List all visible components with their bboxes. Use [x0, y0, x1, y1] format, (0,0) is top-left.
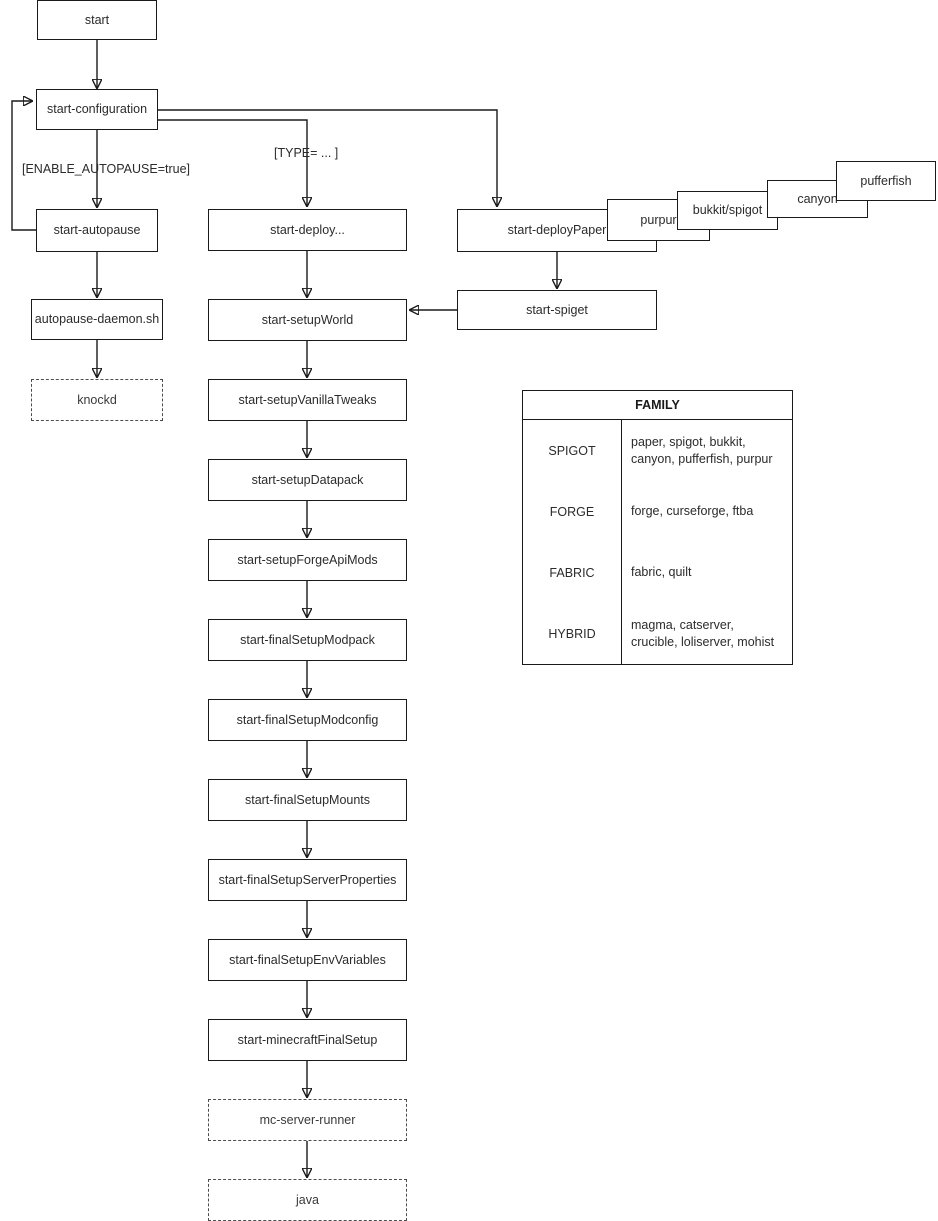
node-start-deploypaper-label: start-deployPaper — [507, 223, 607, 237]
legend-header: FAMILY — [523, 391, 792, 420]
legend-family-key: HYBRID — [523, 603, 622, 664]
node-start-setupvanillatweaks[interactable]: start-setupVanillaTweaks — [208, 379, 407, 421]
node-bukkit-spigot[interactable]: bukkit/spigot — [677, 191, 778, 230]
legend-row: FORGE forge, curseforge, ftba — [523, 481, 792, 542]
node-start-label: start — [84, 12, 110, 27]
node-start-finalsetupmodpack-label: start-finalSetupModpack — [240, 632, 375, 647]
node-start-finalsetupserverproperties-label: start-finalSetupServerProperties — [218, 872, 397, 887]
family-legend: FAMILY SPIGOT paper, spigot, bukkit, can… — [522, 390, 793, 665]
edge-label-type: [TYPE= ... ] — [274, 146, 339, 160]
node-start-finalsetupenvvariables[interactable]: start-finalSetupEnvVariables — [208, 939, 407, 981]
node-start-spiget[interactable]: start-spiget — [457, 290, 657, 330]
node-start-setupdatapack-label: start-setupDatapack — [251, 472, 364, 487]
node-autopause-daemon-label: autopause-daemon.sh — [34, 312, 160, 326]
node-start[interactable]: start — [37, 0, 157, 40]
node-start-configuration[interactable]: start-configuration — [36, 89, 158, 130]
node-mc-server-runner-label: mc-server-runner — [259, 1112, 356, 1127]
node-start-setupworld[interactable]: start-setupWorld — [208, 299, 407, 341]
node-start-deploy-label: start-deploy... — [270, 222, 345, 237]
node-knockd[interactable]: knockd — [31, 379, 163, 421]
node-start-autopause[interactable]: start-autopause — [36, 209, 158, 252]
legend-family-value: fabric, quilt — [631, 565, 692, 580]
node-start-setupworld-label: start-setupWorld — [261, 312, 354, 327]
node-start-finalsetupmounts-label: start-finalSetupMounts — [244, 792, 371, 807]
legend-family-key: FABRIC — [523, 542, 622, 603]
node-start-finalsetupenvvariables-label: start-finalSetupEnvVariables — [229, 952, 386, 967]
node-start-finalsetupmodconfig-label: start-finalSetupModconfig — [236, 712, 379, 727]
node-start-configuration-label: start-configuration — [46, 102, 148, 116]
node-start-setupvanillatweaks-label: start-setupVanillaTweaks — [238, 392, 377, 407]
node-start-finalsetupmodpack[interactable]: start-finalSetupModpack — [208, 619, 407, 661]
node-canyon-label: canyon — [797, 191, 838, 206]
legend-row: FABRIC fabric, quilt — [523, 542, 792, 603]
edge-label-enable-autopause: [ENABLE_AUTOPAUSE=true] — [22, 162, 191, 176]
node-pufferfish-label: pufferfish — [860, 173, 912, 188]
legend-family-value: forge, curseforge, ftba — [631, 504, 754, 519]
node-pufferfish[interactable]: pufferfish — [836, 161, 936, 201]
node-start-finalsetupserverproperties[interactable]: start-finalSetupServerProperties — [208, 859, 407, 901]
node-autopause-daemon[interactable]: autopause-daemon.sh — [31, 299, 163, 340]
legend-family-key: SPIGOT — [523, 419, 622, 481]
node-start-minecraftfinalsetup-label: start-minecraftFinalSetup — [237, 1032, 378, 1047]
node-start-minecraftfinalsetup[interactable]: start-minecraftFinalSetup — [208, 1019, 407, 1061]
node-java-label: java — [296, 1192, 319, 1207]
node-start-setupforgeapimods-label: start-setupForgeApiMods — [237, 552, 378, 567]
legend-family-key: FORGE — [523, 481, 622, 542]
node-knockd-label: knockd — [77, 392, 117, 407]
node-start-setupdatapack[interactable]: start-setupDatapack — [208, 459, 407, 501]
legend-family-value: paper, spigot, bukkit, canyon, pufferfis… — [631, 434, 773, 466]
node-start-spiget-label: start-spiget — [526, 302, 588, 317]
node-start-autopause-label: start-autopause — [53, 223, 141, 237]
legend-family-value: magma, catserver, crucible, loliserver, … — [631, 617, 775, 649]
node-java[interactable]: java — [208, 1179, 407, 1221]
node-mc-server-runner[interactable]: mc-server-runner — [208, 1099, 407, 1141]
node-start-finalsetupmounts[interactable]: start-finalSetupMounts — [208, 779, 407, 821]
node-start-setupforgeapimods[interactable]: start-setupForgeApiMods — [208, 539, 407, 581]
node-start-deploy[interactable]: start-deploy... — [208, 209, 407, 251]
node-bukkit-spigot-label: bukkit/spigot — [692, 203, 763, 217]
node-purpur-label: purpur — [640, 212, 677, 227]
legend-row: HYBRID magma, catserver, crucible, lolis… — [523, 603, 792, 664]
node-start-finalsetupmodconfig[interactable]: start-finalSetupModconfig — [208, 699, 407, 741]
legend-row: SPIGOT paper, spigot, bukkit, canyon, pu… — [523, 419, 792, 481]
